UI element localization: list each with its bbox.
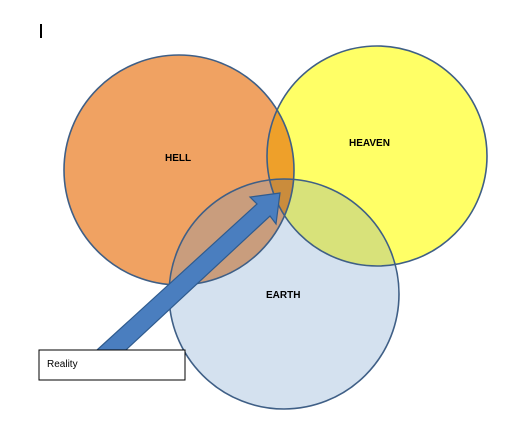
hell-label: HELL [165,153,191,164]
heaven-earth-overlap [267,179,399,266]
reality-box [38,349,186,381]
heaven-circle-outline [266,45,488,267]
reality-label: Reality [47,359,78,370]
text-cursor [40,24,42,38]
heaven-label: HEAVEN [349,138,390,149]
arrow-shape [96,192,281,363]
earth-label: EARTH [266,290,300,301]
